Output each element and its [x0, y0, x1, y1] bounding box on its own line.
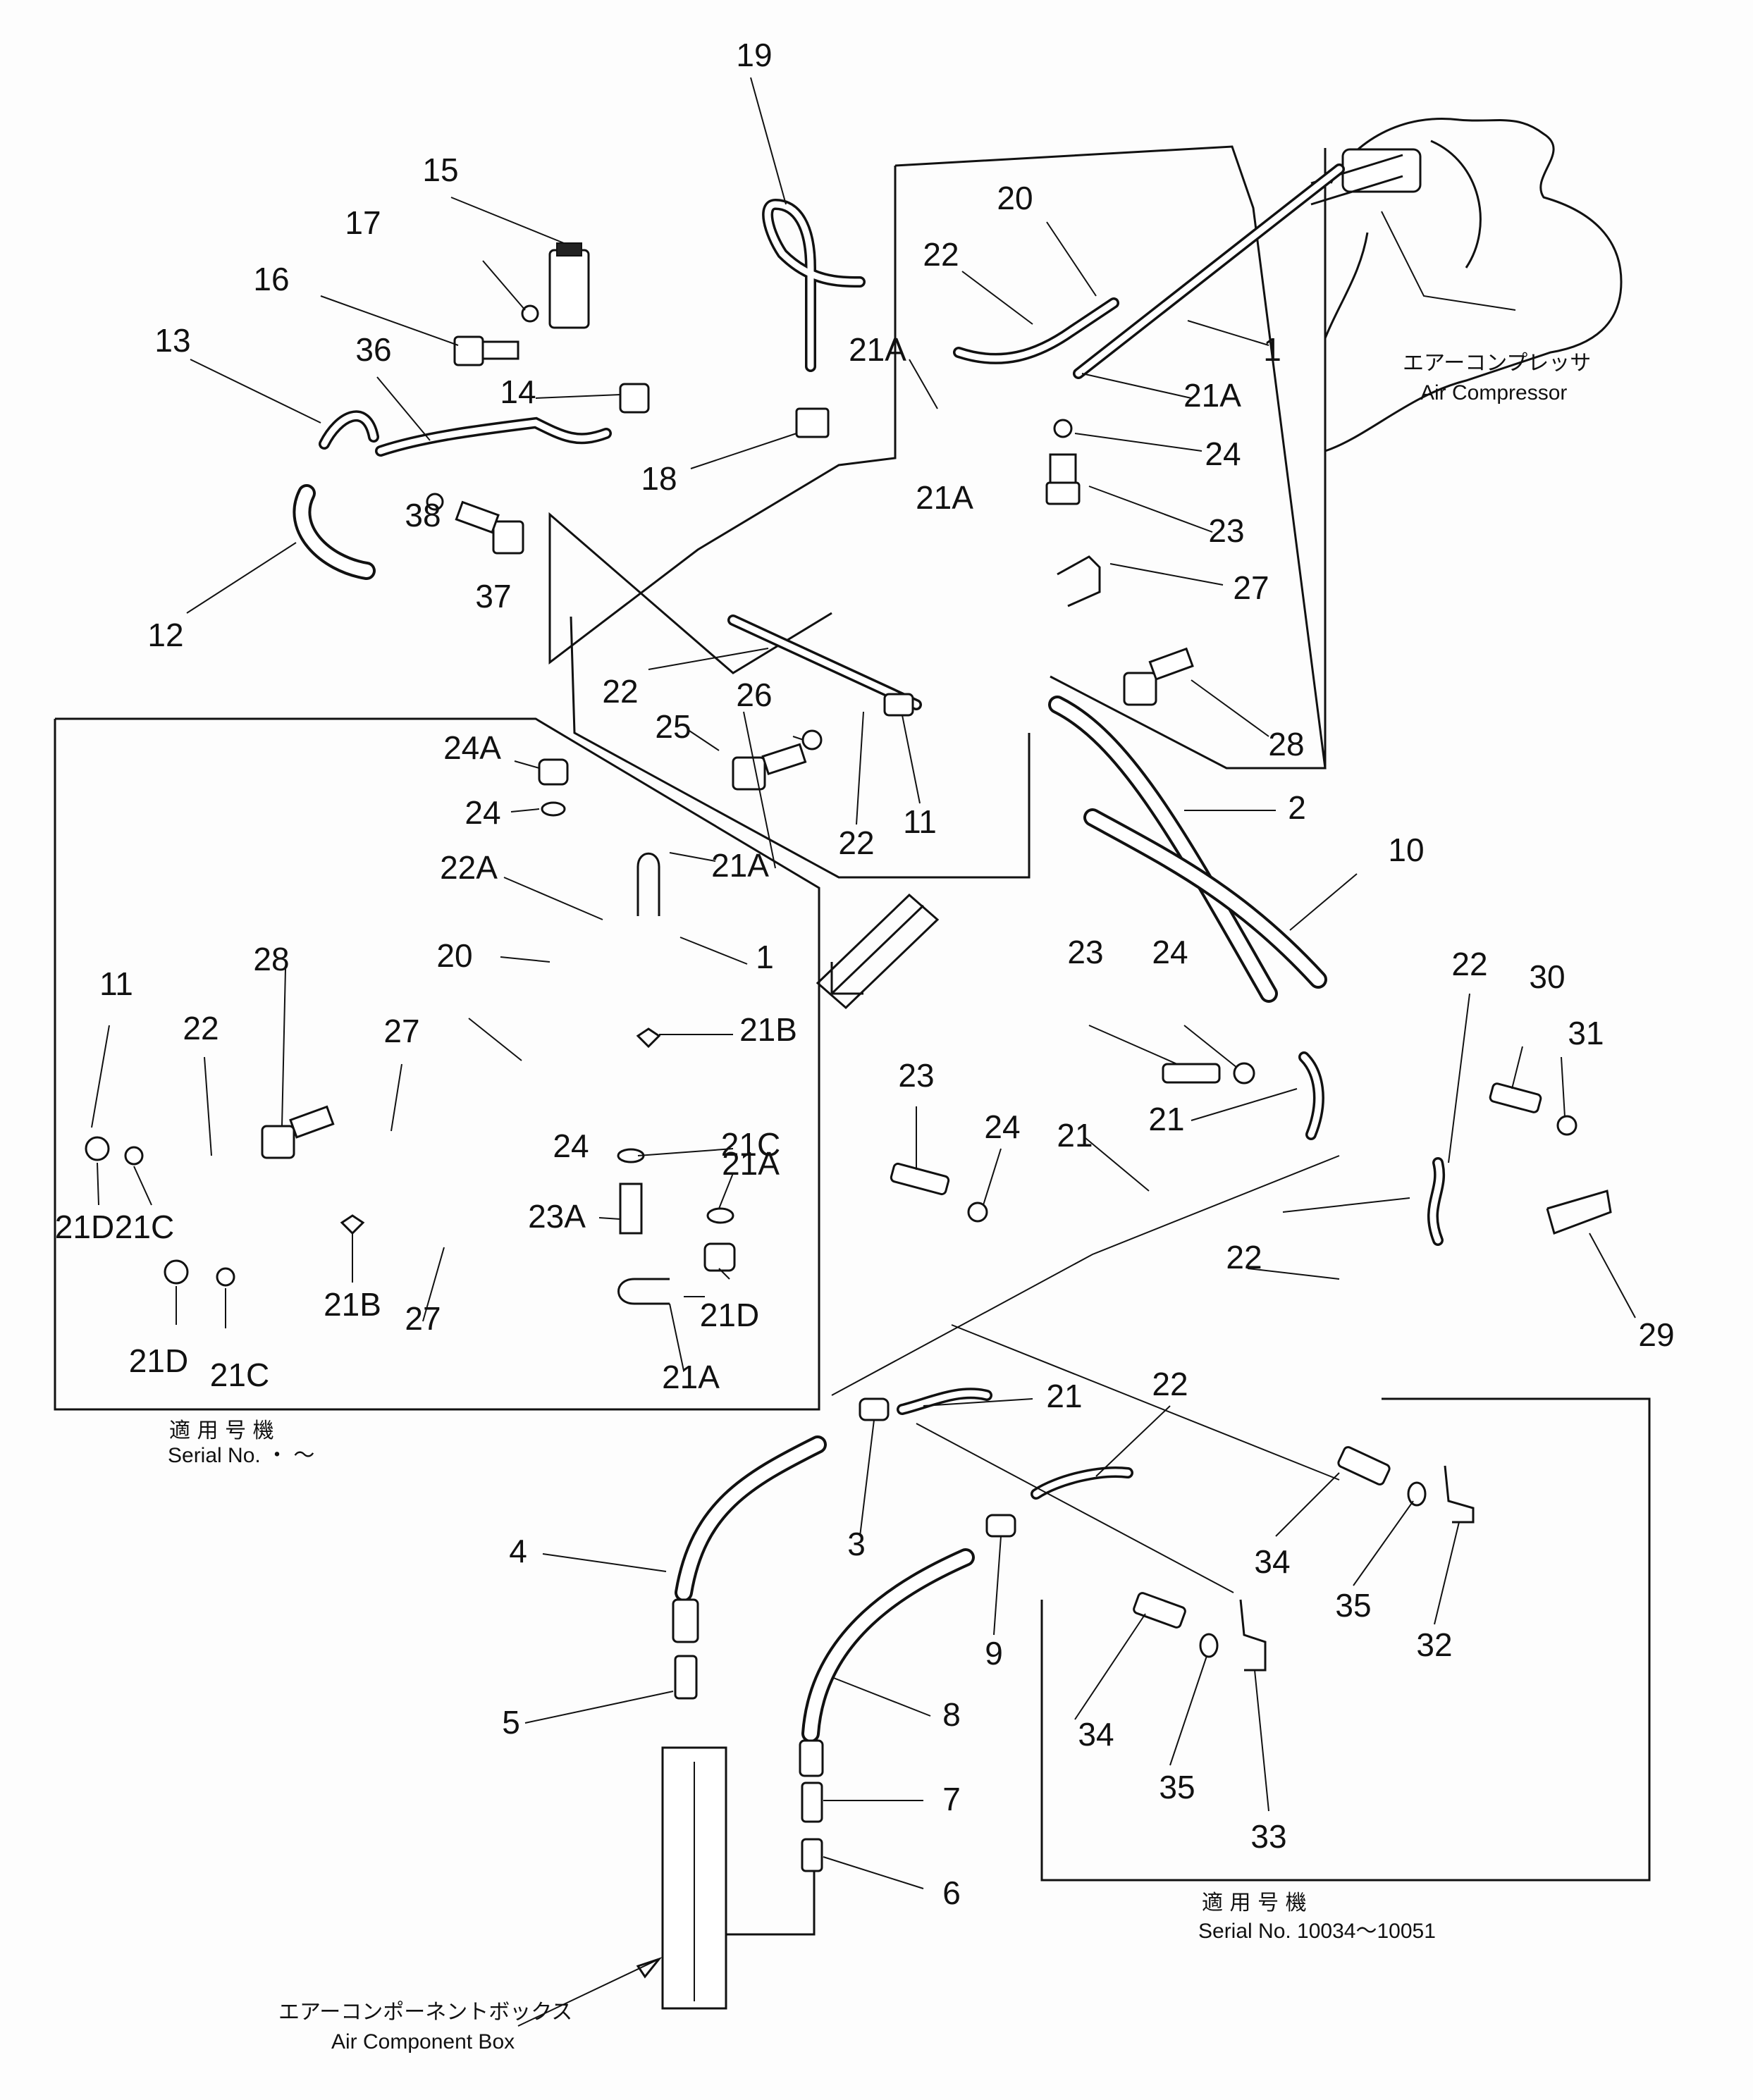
- part-label: 21C: [210, 1357, 269, 1393]
- part-label: 10: [1388, 832, 1424, 868]
- part-label: 21A: [662, 1359, 720, 1395]
- captions: エアーコンプレッサ Air Compressor 適 用 号 機 Serial …: [168, 351, 1591, 2053]
- main-piping: [293, 163, 1446, 1936]
- detail-box-lower-right: [1040, 1397, 1651, 1882]
- part-label: 36: [355, 331, 391, 368]
- part-label: 3: [847, 1526, 866, 1562]
- part-label: 24: [1152, 934, 1188, 970]
- part-label: 2: [1288, 789, 1306, 826]
- part-label: 21D: [129, 1342, 188, 1379]
- serial-caption-left-en: Serial No. ・ ～: [168, 1444, 314, 1467]
- part-label: 25: [655, 708, 691, 745]
- part-label: 18: [641, 460, 677, 497]
- upper-box-outline: [548, 145, 1327, 879]
- part-label: 22: [1152, 1366, 1188, 1402]
- part-label: 21: [1148, 1101, 1184, 1137]
- part-label: 22: [602, 673, 638, 710]
- part-label: 11: [99, 965, 133, 1002]
- part-label: 19: [736, 37, 772, 73]
- part-label: 11: [903, 803, 937, 840]
- part-label: 24: [553, 1128, 589, 1164]
- part-label: 21: [1046, 1378, 1082, 1414]
- part-label: 16: [253, 261, 289, 297]
- part-label: 34: [1078, 1716, 1114, 1753]
- part-label: 24: [984, 1108, 1020, 1145]
- part-label: 23: [898, 1057, 934, 1094]
- leader-lines: [91, 77, 1636, 2027]
- part-label: 14: [500, 373, 536, 410]
- part-label: 22: [183, 1010, 219, 1046]
- serial-caption-left-jp: 適 用 号 機: [169, 1419, 274, 1443]
- part-label: 27: [383, 1013, 419, 1049]
- part-label: 35: [1159, 1769, 1195, 1805]
- part-label: 21A: [1183, 377, 1241, 414]
- part-label: 21C: [115, 1209, 174, 1245]
- part-labels: 19 15 20 17 22 16 1 13 36 21A 21A 14 24 …: [55, 37, 1675, 1911]
- part-label: 24: [1205, 436, 1241, 472]
- part-label: 20: [997, 180, 1033, 216]
- part-label: 21: [1057, 1117, 1093, 1154]
- fittings: [85, 242, 1612, 2010]
- part-label: 38: [405, 497, 441, 533]
- compressor-caption-jp: エアーコンプレッサ: [1403, 351, 1591, 376]
- part-label: 1: [1263, 331, 1281, 368]
- part-label: 12: [147, 617, 183, 653]
- part-label: 26: [736, 677, 772, 713]
- part-label: 28: [253, 941, 289, 977]
- part-label: 21C: [721, 1126, 780, 1163]
- part-label: 21A: [722, 1145, 780, 1182]
- part-label: 21D: [700, 1297, 759, 1333]
- part-label: 4: [509, 1533, 527, 1569]
- part-label: 6: [942, 1874, 961, 1911]
- part-label: 32: [1416, 1626, 1452, 1663]
- part-label: 5: [502, 1704, 520, 1741]
- part-label: 34: [1254, 1543, 1290, 1580]
- part-label: 33: [1250, 1818, 1286, 1855]
- serial-caption-right-jp: 適 用 号 機: [1202, 1891, 1307, 1915]
- part-label: 28: [1268, 726, 1304, 762]
- part-label: 21B: [739, 1011, 797, 1048]
- detail-box-lower-left: [54, 717, 820, 1411]
- part-label: 23: [1067, 934, 1103, 970]
- part-label: 22: [923, 236, 959, 273]
- part-label: 7: [942, 1781, 961, 1817]
- part-label: 21A: [849, 331, 906, 368]
- part-label: 24: [465, 794, 500, 831]
- part-label: 21D: [55, 1209, 114, 1245]
- part-label: 1: [756, 939, 774, 975]
- component-box-caption-en: Air Component Box: [331, 2030, 515, 2053]
- part-label: 23A: [528, 1198, 586, 1235]
- part-label: 22A: [440, 849, 498, 886]
- part-label: 13: [154, 322, 190, 359]
- part-label: 30: [1529, 958, 1565, 995]
- part-label: 22: [838, 824, 874, 861]
- part-label: 37: [475, 578, 511, 614]
- part-label: 29: [1638, 1316, 1674, 1353]
- part-label: 22: [1451, 946, 1487, 982]
- part-label: 21A: [711, 847, 769, 884]
- serial-caption-right-en: Serial No. 10034～10051: [1198, 1920, 1436, 1943]
- part-label: 27: [405, 1300, 441, 1337]
- air-compressor-drawing: [1310, 118, 1623, 452]
- part-label: 27: [1233, 569, 1269, 606]
- part-label: 17: [345, 204, 381, 241]
- part-label: 15: [422, 152, 458, 188]
- part-label: 31: [1568, 1015, 1604, 1051]
- compressor-caption-en: Air Compressor: [1420, 381, 1567, 404]
- part-label: 22: [1226, 1239, 1262, 1276]
- part-label: 35: [1335, 1587, 1371, 1624]
- part-label: 21B: [324, 1286, 381, 1323]
- part-label: 9: [985, 1635, 1003, 1672]
- part-label: 23: [1208, 512, 1244, 549]
- part-label: 21A: [916, 479, 973, 516]
- part-label: 24A: [443, 729, 501, 766]
- component-box-caption-jp: エアーコンポーネントボックス: [278, 2000, 572, 2025]
- part-label: 20: [436, 937, 472, 974]
- part-label: 8: [942, 1696, 961, 1733]
